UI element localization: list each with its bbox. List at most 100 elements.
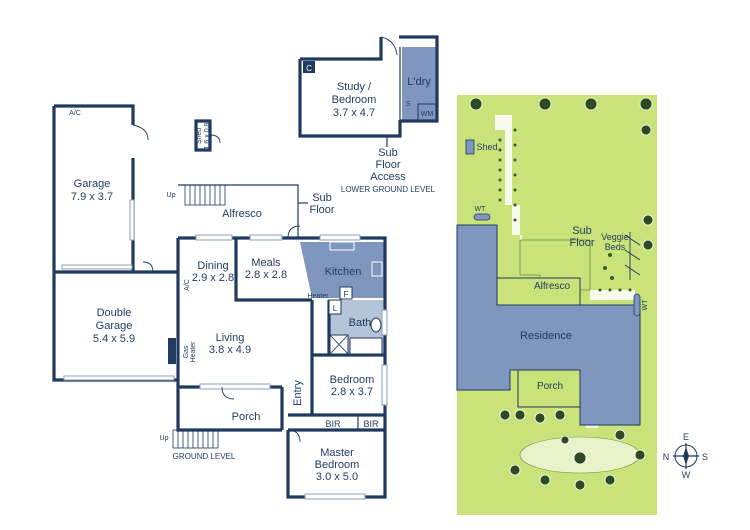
entry-label: Entry xyxy=(292,380,304,406)
double-garage-roller-door xyxy=(63,375,175,381)
site-porch xyxy=(517,369,581,408)
sub-floor-2: Floor xyxy=(309,204,334,216)
linen-box xyxy=(328,299,342,315)
heater-label: Heater xyxy=(307,293,329,300)
bath-window xyxy=(381,309,388,336)
study-name-2: Bedroom xyxy=(332,94,377,106)
site-alfresco xyxy=(496,277,581,306)
ground-level: A/C Garage 7.9 x 3.7 Double Garage 5.4 x… xyxy=(52,104,388,500)
dining-name: Dining xyxy=(197,260,228,272)
garage-window xyxy=(129,199,135,241)
dining-window xyxy=(195,234,233,241)
shed-plan: Shed 1.6 x 0.8 xyxy=(194,119,221,152)
kitchen-label: Kitchen xyxy=(325,266,362,278)
site-residence-label: Residence xyxy=(520,330,572,342)
site-sub-floor-2: Floor xyxy=(569,237,594,249)
bathtub xyxy=(349,337,383,355)
study-door-swing xyxy=(380,36,398,56)
bir-2-label: BIR xyxy=(363,419,379,429)
alfresco-door-swing xyxy=(287,225,301,239)
ground-level-label: GROUND LEVEL xyxy=(173,452,236,461)
meals-size: 2.8 x 2.8 xyxy=(245,269,287,281)
shed-name: Shed xyxy=(196,128,203,144)
laundry-name: L'dry xyxy=(407,76,431,88)
double-garage-door-swing xyxy=(142,261,154,273)
site-sub-floor-1: Sub xyxy=(572,225,592,237)
kitchen-sink xyxy=(329,241,355,251)
study-name: Study / xyxy=(337,81,372,93)
study-walls xyxy=(298,35,439,138)
lower-ground-level: Study / Bedroom 3.7 x 4.7 C L'dry S WM S… xyxy=(298,35,439,194)
master-window xyxy=(304,493,366,500)
double-garage-size: 5.4 x 5.9 xyxy=(93,333,135,345)
master-name: Master xyxy=(320,447,354,459)
shed-outline xyxy=(194,119,212,152)
site-veggie-beds-2: Beds xyxy=(605,242,626,252)
site-water-tank-1 xyxy=(473,213,491,221)
bedroom-name: Bedroom xyxy=(330,374,375,386)
ac-side-label: A/C xyxy=(184,279,191,291)
double-garage-name-2: Garage xyxy=(96,320,133,332)
alfresco-label: Alfresco xyxy=(222,208,262,220)
ac-top-label: A/C xyxy=(69,110,81,117)
site-shed xyxy=(465,139,475,155)
shed-size: 1.6 x 0.8 xyxy=(204,122,211,149)
double-garage-name: Double xyxy=(97,307,132,319)
compass-west: W xyxy=(682,470,691,480)
toilet xyxy=(370,317,382,333)
alfresco-stairs xyxy=(184,184,226,206)
site-wt-2-label: WT xyxy=(642,299,649,311)
laundry-s-label: S xyxy=(406,101,411,108)
kitchen-cooktop xyxy=(371,261,383,277)
lower-ground-level-label: LOWER GROUND LEVEL xyxy=(341,185,436,194)
compass: E N S W xyxy=(663,432,708,480)
site-shed-label: Shed xyxy=(476,142,497,152)
porch-label: Porch xyxy=(232,411,261,423)
laundry-wm-label: WM xyxy=(421,111,434,118)
site-veggie-beds-1: Veggie xyxy=(601,232,629,242)
kitchen-fill xyxy=(300,242,385,298)
sub-floor-access-2: Floor xyxy=(375,159,400,171)
living-name: Living xyxy=(216,332,245,344)
fridge-box xyxy=(339,286,353,300)
compass-south: S xyxy=(702,452,708,462)
porch-stairs xyxy=(172,429,219,449)
site-water-tank-2 xyxy=(633,293,641,317)
bedroom-window xyxy=(381,364,388,406)
site-wt-1-label: WT xyxy=(475,206,487,213)
garage-roller-door xyxy=(61,264,133,270)
bedroom-size: 2.8 x 3.7 xyxy=(331,386,373,398)
site-plan: Shed WT WT Sub Floor Veggie Beds Alfresc… xyxy=(456,95,657,515)
study-size: 3.7 x 4.7 xyxy=(333,107,375,119)
gas-heater-unit xyxy=(168,338,176,364)
compass-needle xyxy=(683,447,689,465)
trees xyxy=(469,97,654,491)
meals-name: Meals xyxy=(251,257,281,269)
site-porch-label: Porch xyxy=(537,381,563,392)
study-cupboard xyxy=(303,61,315,73)
shed-door-swing xyxy=(209,134,221,144)
living-size: 3.8 x 4.9 xyxy=(209,344,251,356)
entry-door-swing xyxy=(287,429,301,443)
garage-size: 7.9 x 3.7 xyxy=(71,191,113,203)
meals-window xyxy=(249,234,283,241)
sub-floor-access-1: Sub xyxy=(378,147,398,159)
gas-heater-1: Gas xyxy=(183,345,190,358)
compass-east: E xyxy=(683,432,689,442)
dining-size: 2.9 x 2.8 xyxy=(192,272,234,284)
study-c-label: C xyxy=(306,64,312,73)
shower-cross xyxy=(329,334,349,355)
garage-door-swing xyxy=(132,124,149,141)
up-top-label: Up xyxy=(167,192,176,199)
washing-machine-box xyxy=(417,103,437,121)
veggie-beds xyxy=(624,232,641,280)
master-name-2: Bedroom xyxy=(315,459,360,471)
living-window xyxy=(199,383,271,390)
kitchen-window xyxy=(319,234,361,241)
laundry-fill xyxy=(402,47,436,120)
linen-label: L xyxy=(333,304,338,313)
site-alfresco-label: Alfresco xyxy=(534,281,571,292)
porch-door-swing xyxy=(221,386,235,400)
sub-floor-1: Sub xyxy=(312,192,332,204)
